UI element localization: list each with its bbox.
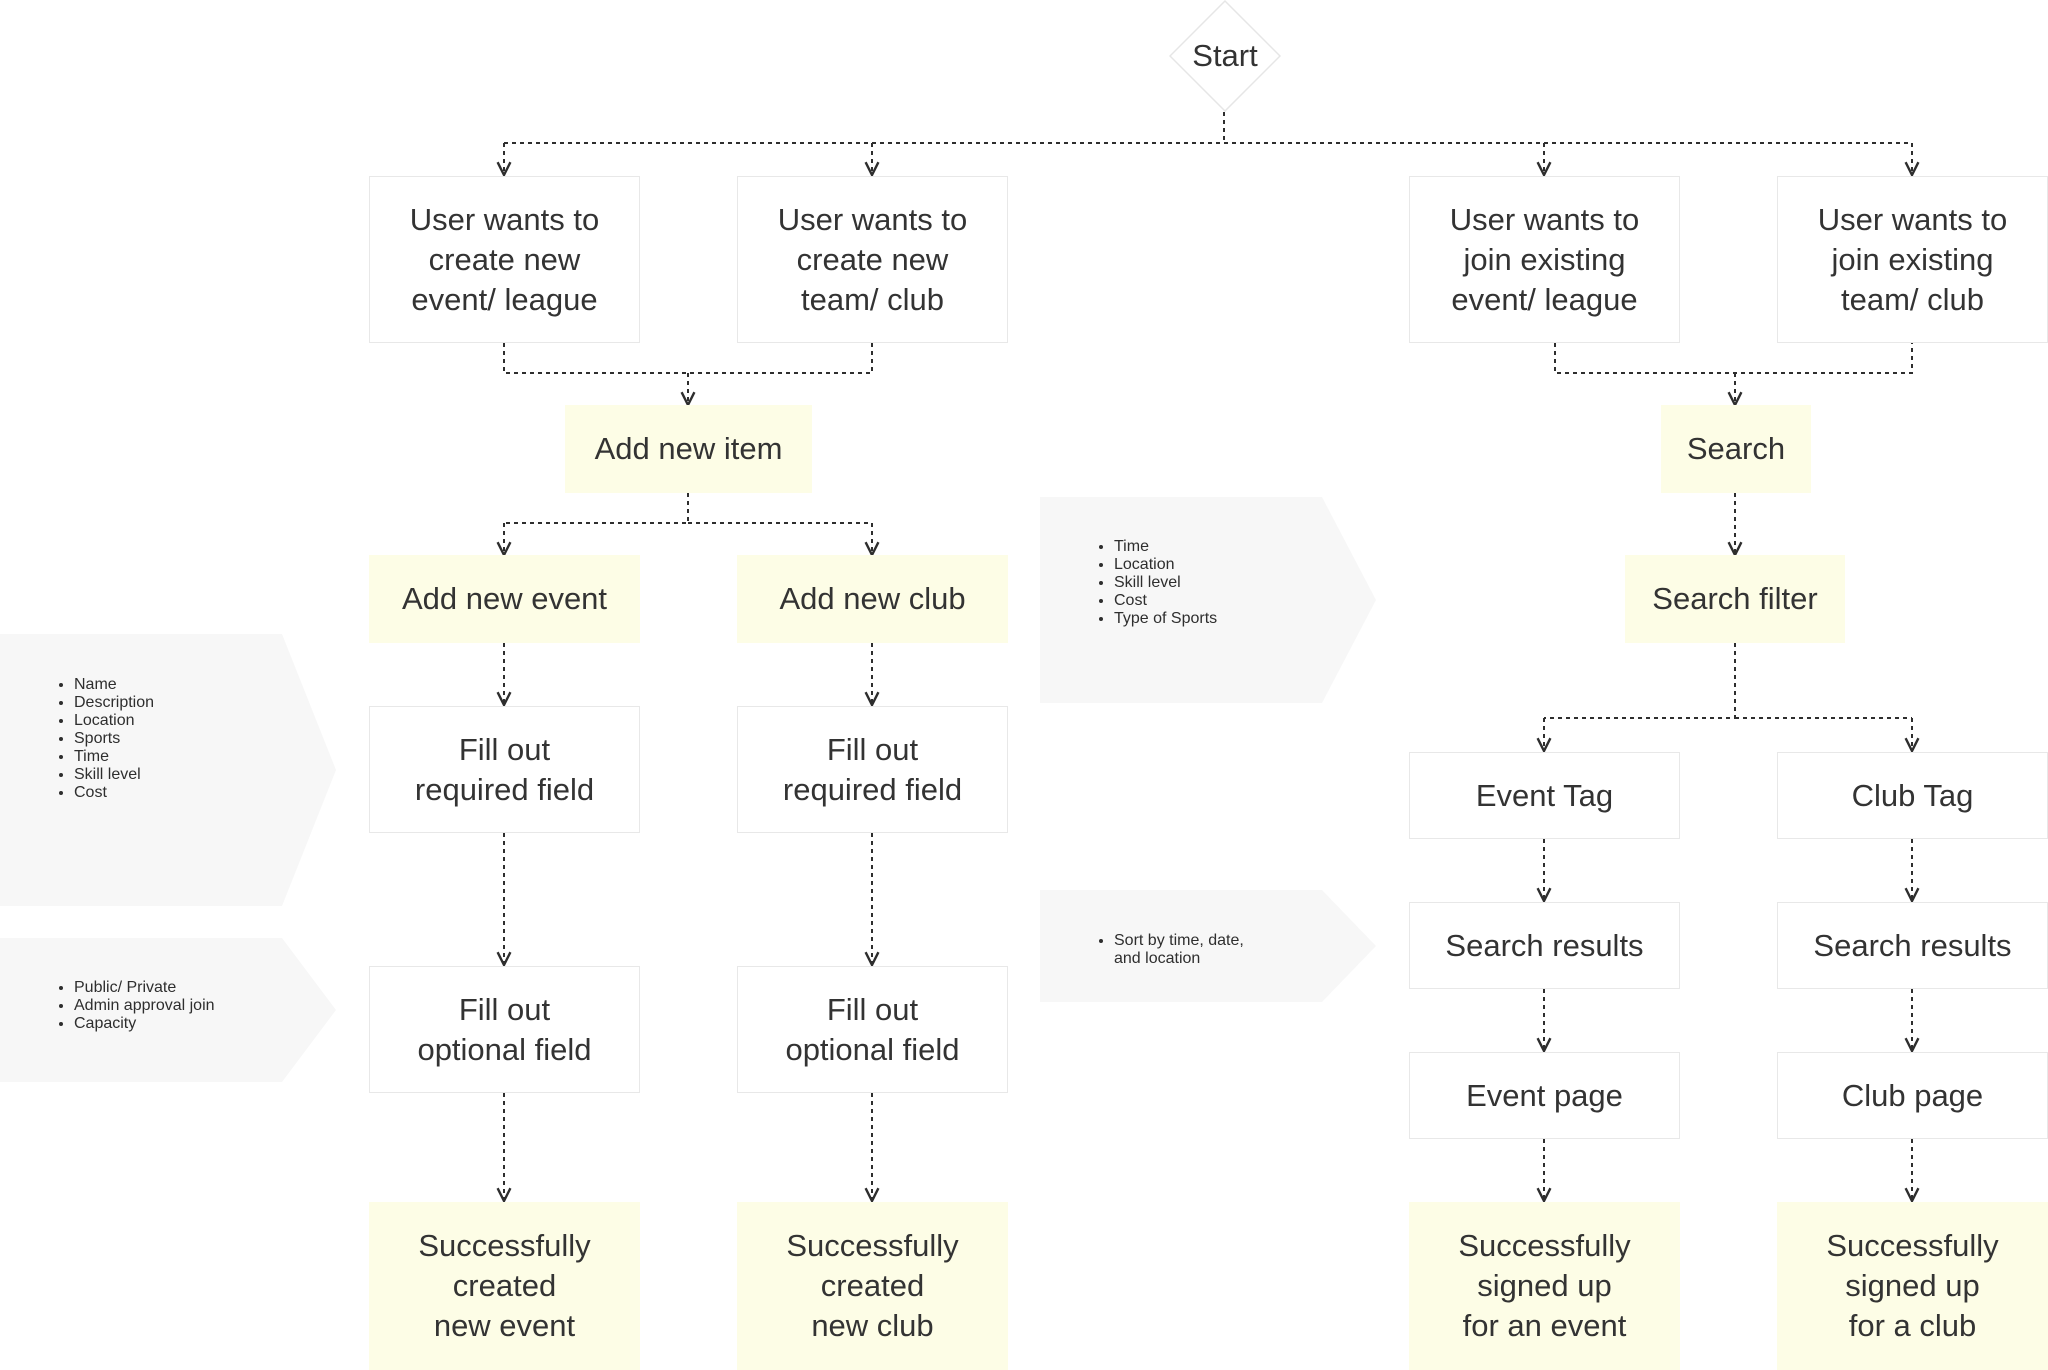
optional-fields-note-shape xyxy=(0,938,336,1082)
club-search-results-step: Search results xyxy=(1777,902,2048,989)
note-item: Type of Sports xyxy=(1114,610,1217,628)
note-item: Cost xyxy=(74,784,154,802)
club-required-field-step: Fill out required field xyxy=(737,706,1008,833)
event-search-results-step: Search results xyxy=(1409,902,1680,989)
note-item: Time xyxy=(1114,538,1217,556)
search-step: Search xyxy=(1661,405,1811,493)
connector-filter-split xyxy=(1544,643,1912,719)
join-event-entry: User wants to join existing event/ leagu… xyxy=(1409,176,1680,343)
note-item: Location xyxy=(1114,556,1217,574)
filter-options-note: Time Location Skill level Cost Type of S… xyxy=(1074,522,1217,644)
event-tag-step: Event Tag xyxy=(1409,752,1680,839)
note-item: Skill level xyxy=(74,766,154,784)
club-tag-step: Club Tag xyxy=(1777,752,2048,839)
required-fields-note: Name Description Location Sports Time Sk… xyxy=(34,660,154,818)
note-item: Sports xyxy=(74,730,154,748)
create-club-entry: User wants to create new team/ club xyxy=(737,176,1008,343)
club-page-step: Club page xyxy=(1777,1052,2048,1139)
filter-options-note-shape xyxy=(1040,497,1376,703)
connector-add-item-split xyxy=(504,493,872,524)
event-signup-success: Successfully signed up for an event xyxy=(1409,1202,1680,1370)
note-item: Name xyxy=(74,676,154,694)
connector-join-merge xyxy=(1554,343,1913,374)
club-optional-field-step: Fill out optional field xyxy=(737,966,1008,1093)
note-item: Cost xyxy=(1114,592,1217,610)
add-new-event-step: Add new event xyxy=(369,555,640,643)
note-item: Skill level xyxy=(1114,574,1217,592)
note-item: Time xyxy=(74,748,154,766)
optional-fields-note: Public/ Private Admin approval join Capa… xyxy=(34,963,215,1049)
event-created-success: Successfully created new event xyxy=(369,1202,640,1370)
required-fields-note-shape xyxy=(0,634,336,906)
note-item: Public/ Private xyxy=(74,979,215,997)
search-filter-step: Search filter xyxy=(1625,555,1845,643)
event-optional-field-step: Fill out optional field xyxy=(369,966,640,1093)
sorting-note: Sort by time, date, and location xyxy=(1074,916,1244,984)
note-item: Location xyxy=(74,712,154,730)
create-event-entry: User wants to create new event/ league xyxy=(369,176,640,343)
join-club-entry: User wants to join existing team/ club xyxy=(1777,176,2048,343)
club-created-success: Successfully created new club xyxy=(737,1202,1008,1370)
club-signup-success: Successfully signed up for a club xyxy=(1777,1202,2048,1370)
note-item: Description xyxy=(74,694,154,712)
start-label: Start xyxy=(1192,38,1258,73)
add-new-item-step: Add new item xyxy=(565,405,812,493)
connector-create-merge xyxy=(503,343,873,374)
note-item: Sort by time, date, and location xyxy=(1114,932,1244,968)
sorting-note-shape xyxy=(1040,890,1376,1002)
add-new-club-step: Add new club xyxy=(737,555,1008,643)
start-diamond xyxy=(1169,0,1281,112)
event-required-field-step: Fill out required field xyxy=(369,706,640,833)
note-item: Capacity xyxy=(74,1015,215,1033)
event-page-step: Event page xyxy=(1409,1052,1680,1139)
note-item: Admin approval join xyxy=(74,997,215,1015)
